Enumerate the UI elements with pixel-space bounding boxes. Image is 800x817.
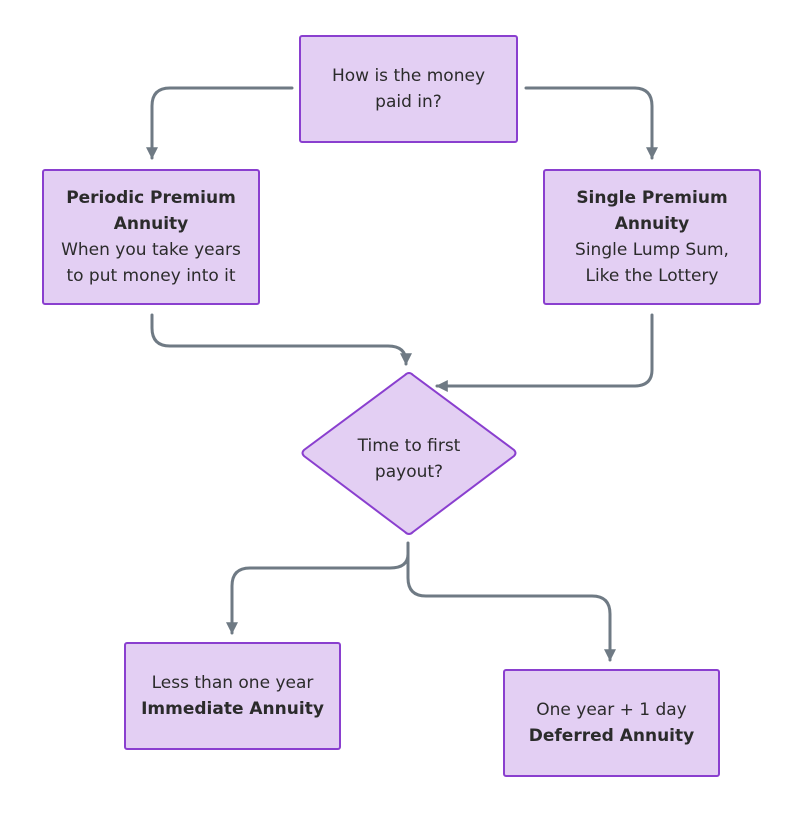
edge-periodic-to-decision [150, 313, 412, 366]
periodic-title-line-1: Periodic Premium [66, 188, 236, 208]
periodic-premium-node: Periodic Premium Annuity When you take y… [42, 169, 260, 305]
deferred-desc: One year + 1 day [536, 700, 687, 720]
immediate-annuity-node: Less than one year Immediate Annuity [124, 642, 341, 750]
edge-single-to-decision [435, 313, 654, 392]
single-title-line-2: Annuity [614, 214, 690, 234]
decision-diamond [301, 371, 517, 536]
immediate-desc: Less than one year [151, 673, 314, 693]
edge-question-to-periodic [146, 86, 294, 160]
periodic-title-line-2: Annuity [113, 214, 189, 234]
decision-text: Time to first payout? [318, 425, 500, 493]
decision-line-2: payout? [374, 462, 444, 482]
edge-question-to-single [524, 86, 658, 160]
edge-decision-to-deferred [406, 552, 616, 662]
single-desc-line-2: Like the Lottery [585, 266, 719, 286]
decision-line-1: Time to first [357, 436, 461, 456]
edge-decision-to-immediate [226, 541, 410, 635]
deferred-annuity-node: One year + 1 day Deferred Annuity [503, 669, 720, 777]
single-desc-line-1: Single Lump Sum, [575, 240, 729, 260]
question-line-2: paid in? [375, 92, 442, 112]
question-line-1: How is the money [331, 66, 486, 86]
question-node: How is the money paid in? [299, 35, 518, 143]
periodic-desc-line-1: When you take years [61, 240, 241, 260]
single-title-line-1: Single Premium [576, 188, 728, 208]
periodic-desc-line-2: to put money into it [66, 266, 236, 286]
single-premium-node: Single Premium Annuity Single Lump Sum, … [543, 169, 761, 305]
immediate-title: Immediate Annuity [141, 699, 324, 719]
deferred-title: Deferred Annuity [528, 726, 695, 746]
